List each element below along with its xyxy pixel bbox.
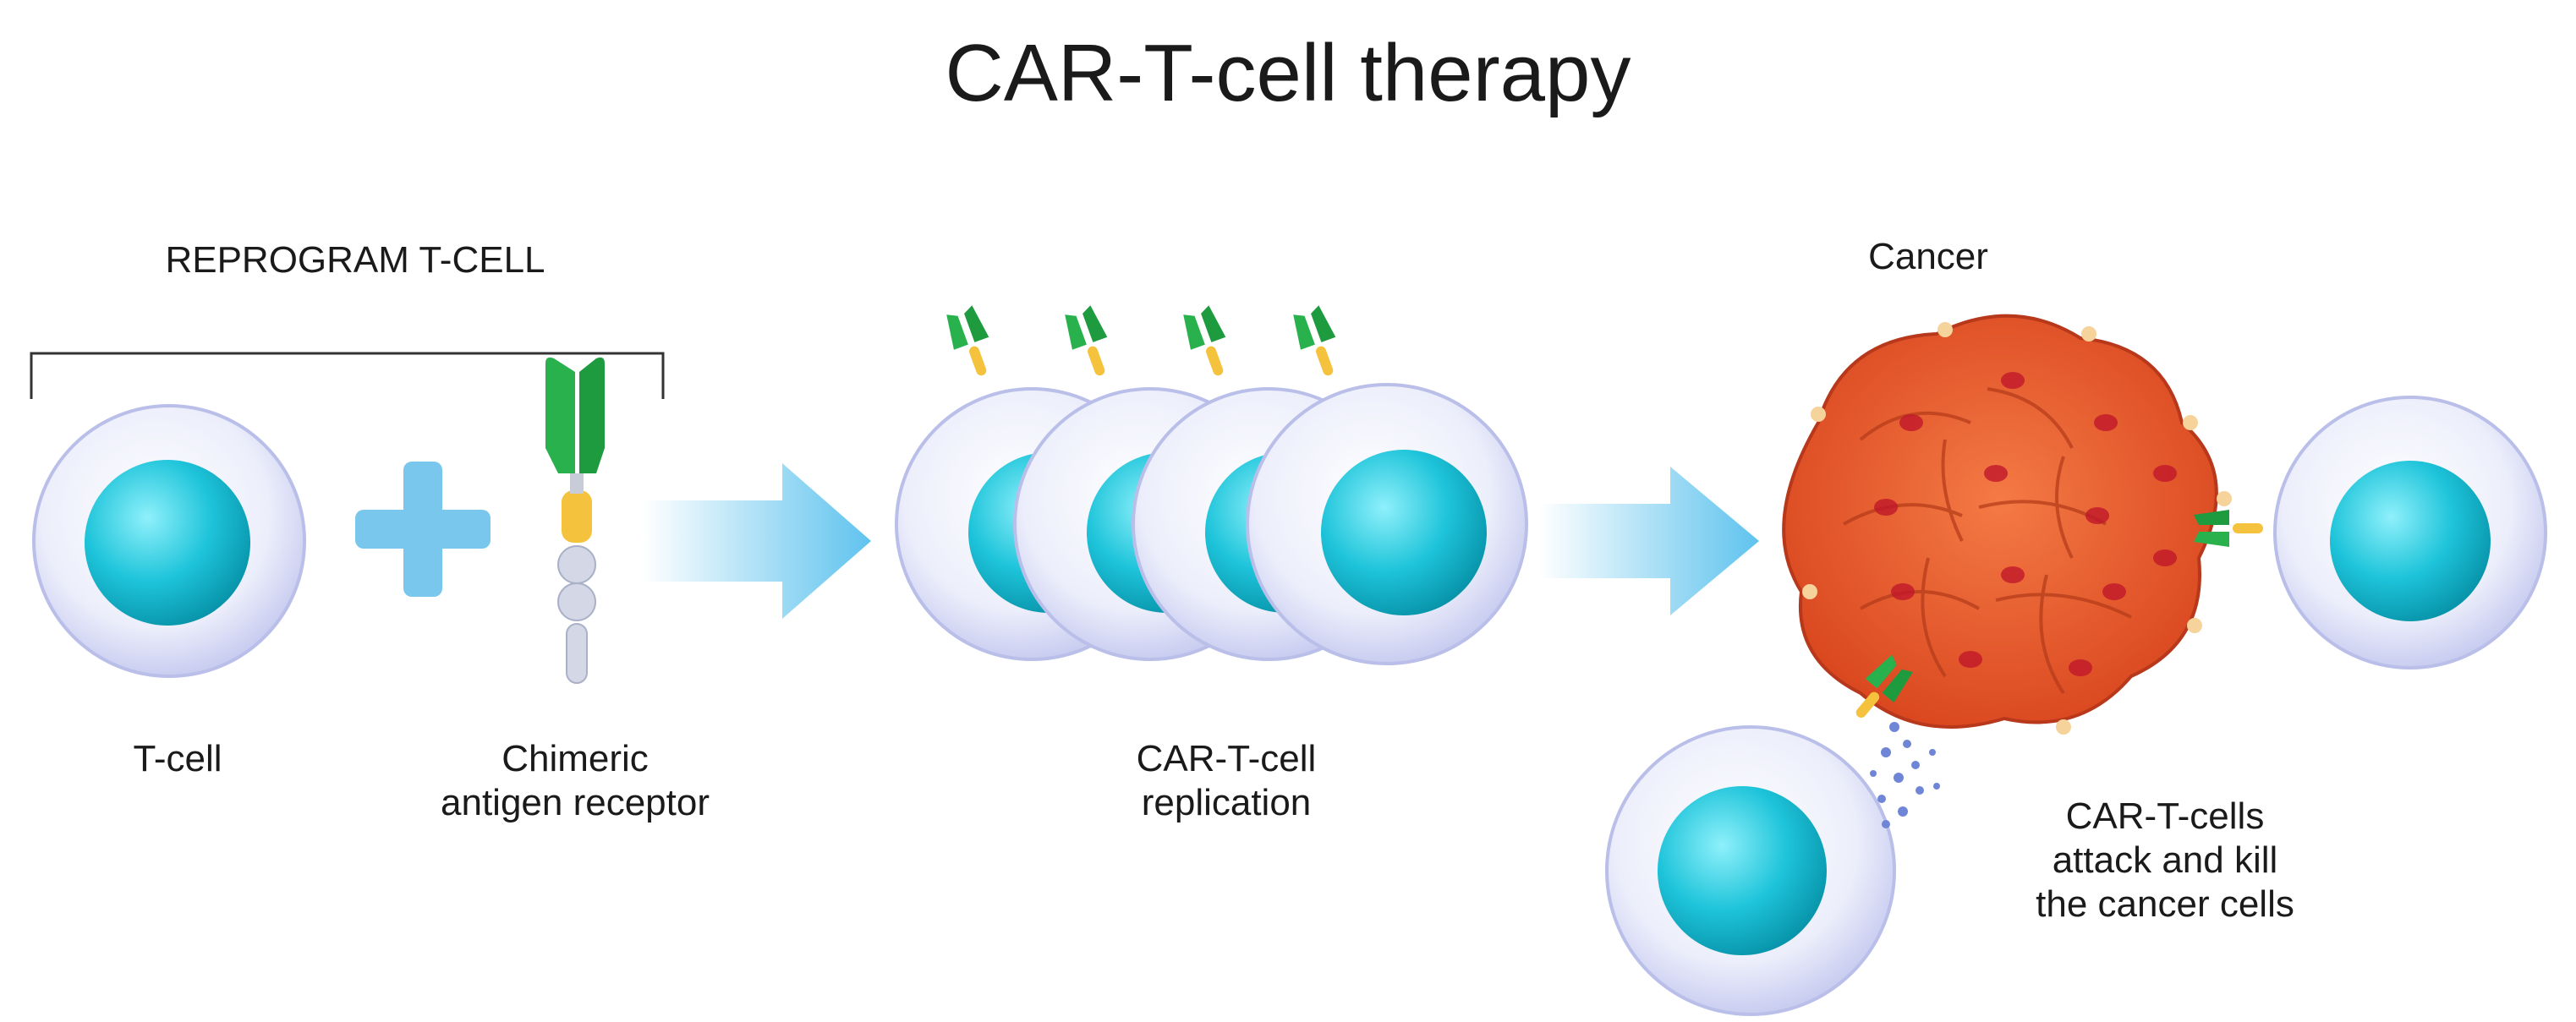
attacking-car-t-cell-right xyxy=(2194,396,2547,669)
cancer-label: Cancer xyxy=(1868,236,1988,277)
attack-label-line3: the cancer cells xyxy=(2036,883,2294,925)
cancer-cell-cluster-icon xyxy=(1782,314,2232,735)
plus-icon xyxy=(355,462,491,597)
arrow-to-cancer xyxy=(1539,467,1759,615)
car-t-cell-4 xyxy=(1246,303,1528,665)
attack-label-line1: CAR-T-cells xyxy=(2065,795,2265,837)
reprogram-bracket xyxy=(30,352,665,399)
cytotoxic-granules-icon xyxy=(1870,722,1940,828)
reprogram-t-cell-label: REPROGRAM T-CELL xyxy=(165,239,545,281)
replication-label-line2: replication xyxy=(1141,781,1312,823)
t-cell-label: T-cell xyxy=(133,738,222,779)
car-label-line2: antigen receptor xyxy=(441,781,710,823)
attack-label-line2: attack and kill xyxy=(2052,839,2278,881)
chimeric-antigen-receptor-label: Chimeric antigen receptor xyxy=(397,737,753,825)
diagram-title: CAR-T-cell therapy xyxy=(945,28,1631,118)
replicated-car-t-cells xyxy=(895,303,1528,665)
arrow-to-replication xyxy=(643,463,871,619)
car-label-line1: Chimeric xyxy=(501,738,649,779)
attack-label: CAR-T-cells attack and kill the cancer c… xyxy=(1979,795,2351,926)
attacking-car-t-cell-bottom xyxy=(1605,651,1917,1016)
car-t-cell-replication-label: CAR-T-cell replication xyxy=(1015,737,1438,825)
t-cell-icon xyxy=(32,404,306,678)
replication-label-line1: CAR-T-cell xyxy=(1136,738,1317,779)
chimeric-antigen-receptor-icon xyxy=(545,357,605,684)
